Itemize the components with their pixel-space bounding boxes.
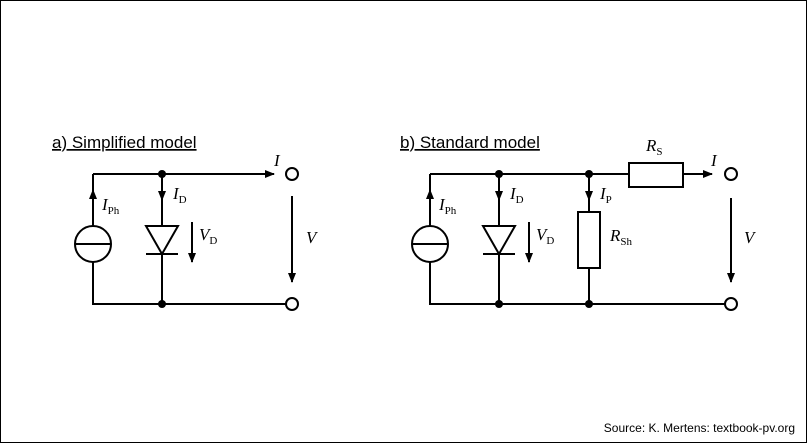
label-i-b: I — [710, 151, 718, 170]
resistor-rs — [628, 162, 684, 188]
node-b-top-2 — [585, 170, 593, 178]
label-ip-b: IP — [599, 184, 612, 206]
label-iph-b: IPh — [438, 195, 457, 217]
label-v-b: V — [744, 228, 757, 247]
label-id-b: ID — [509, 184, 524, 206]
label-i-a: I — [273, 151, 281, 170]
label-iph-a: IPh — [101, 195, 120, 217]
node-a-top — [158, 170, 166, 178]
current-source-a — [74, 225, 112, 263]
terminal-a-top[interactable] — [285, 167, 299, 181]
diagram-a-simplified-model: a) Simplified model IPh ID VD — [52, 133, 319, 311]
terminal-a-bottom[interactable] — [285, 297, 299, 311]
label-vd-a: VD — [199, 225, 217, 247]
diode-b — [481, 225, 517, 257]
node-b-bottom-1 — [495, 300, 503, 308]
label-rsh-b: RSh — [609, 226, 633, 248]
node-a-bottom — [158, 300, 166, 308]
label-v-a: V — [306, 228, 319, 247]
node-b-bottom-2 — [585, 300, 593, 308]
terminal-b-top[interactable] — [724, 167, 738, 181]
wire-b-bottom — [429, 262, 725, 305]
node-b-top-1 — [495, 170, 503, 178]
label-rs-b: RS — [645, 136, 663, 158]
diagram-a-title: a) Simplified model — [52, 133, 197, 152]
wire-a-bottom — [92, 262, 286, 305]
diagram-b-title: b) Standard model — [400, 133, 540, 152]
source-caption: Source: K. Mertens: textbook-pv.org — [603, 421, 795, 435]
terminal-b-bottom[interactable] — [724, 297, 738, 311]
resistor-rsh — [577, 211, 601, 269]
label-vd-b: VD — [536, 225, 554, 247]
diagram-b-standard-model: b) Standard model — [400, 133, 757, 311]
diode-a — [144, 225, 180, 257]
current-source-b — [411, 225, 449, 263]
label-id-a: ID — [172, 184, 187, 206]
